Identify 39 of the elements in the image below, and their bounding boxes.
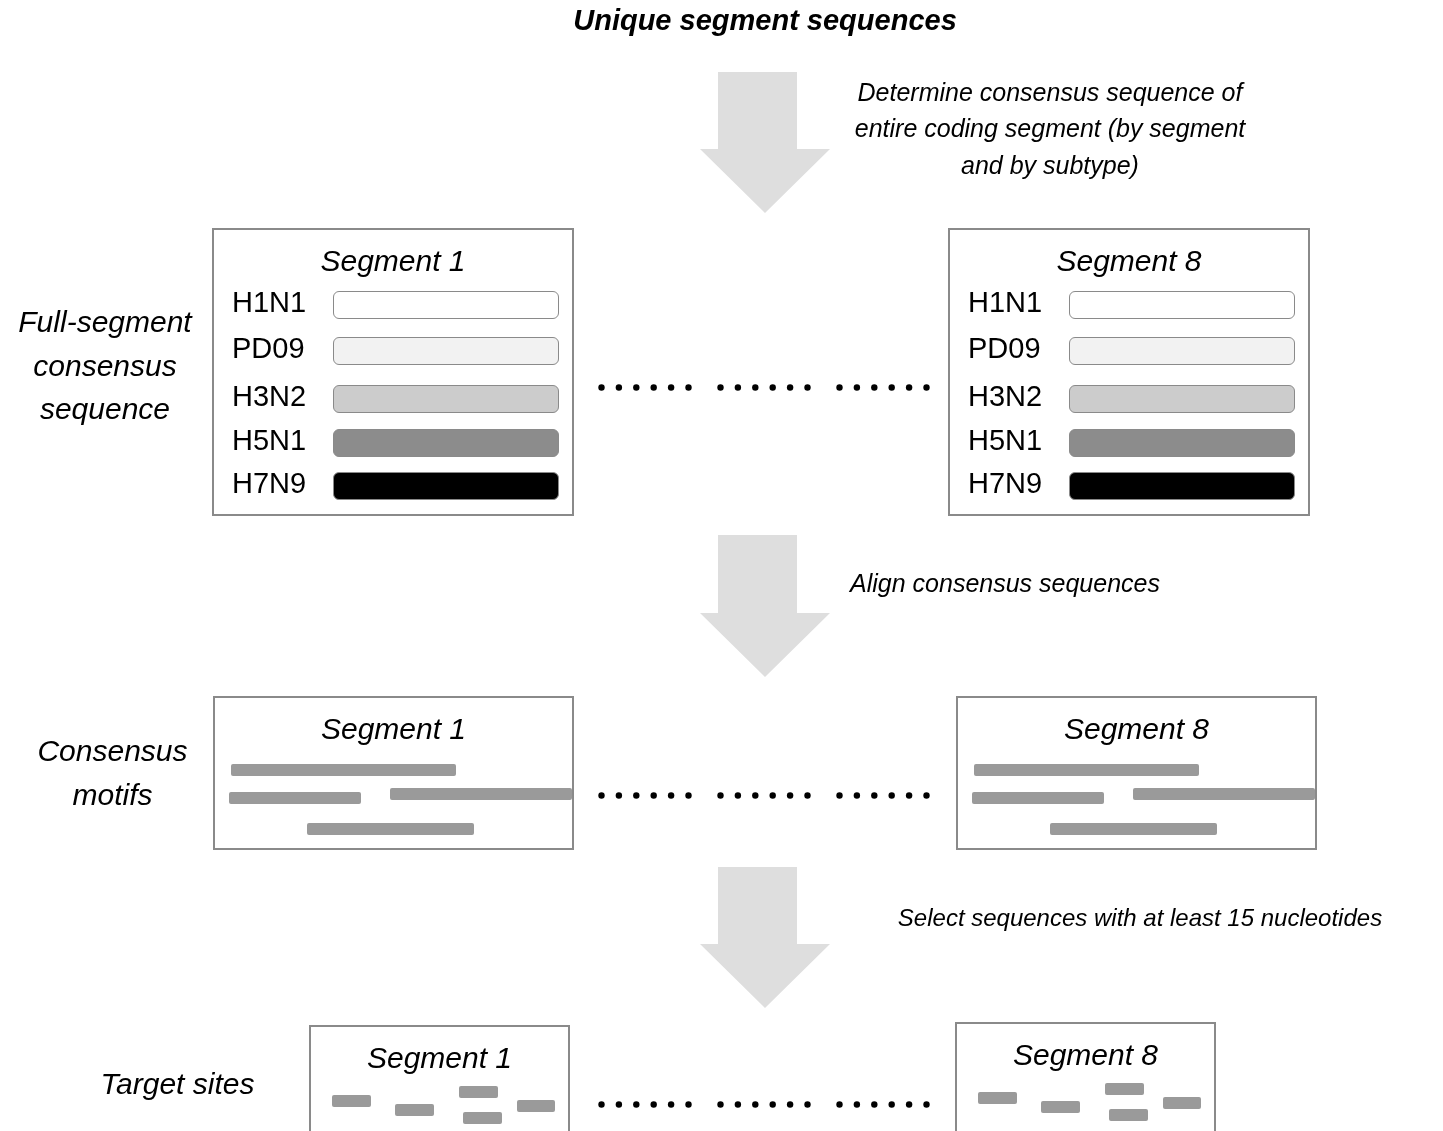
segment-panel — [212, 228, 574, 516]
subtype-label: H5N1 — [232, 424, 307, 457]
segment-panel — [948, 228, 1310, 516]
subtype-label: H5N1 — [968, 424, 1043, 457]
consensus-bar — [333, 385, 559, 413]
step-description: Determine consensus sequence of entire coding segment (by segment and by subtype) — [853, 77, 1247, 181]
step-description: Select sequences with at least 15 nucleotides — [896, 903, 1384, 933]
consensus-bar — [333, 472, 559, 500]
stage-label: Full-segment consensus sequence — [17, 304, 194, 427]
segment-panel — [213, 696, 574, 850]
stage-label: Target sites — [99, 1066, 256, 1102]
consensus-bar — [1069, 429, 1295, 457]
subtype-label: H7N9 — [968, 467, 1043, 500]
subtype-label: H1N1 — [968, 286, 1043, 319]
segment-panel — [956, 696, 1317, 850]
step-description: Align consensus sequences — [848, 568, 1161, 599]
consensus-bar — [333, 337, 559, 365]
subtype-label: H7N9 — [232, 467, 307, 500]
segment-heading: Segment 8 — [1063, 712, 1210, 746]
consensus-bar — [1069, 385, 1295, 413]
subtype-label: PD09 — [232, 332, 305, 365]
stage-label: Consensus motifs — [36, 733, 189, 813]
consensus-bar — [1069, 291, 1295, 319]
segment-heading: Segment 8 — [1056, 244, 1202, 278]
segment-panel — [309, 1025, 570, 1131]
subtype-label: H1N1 — [232, 286, 307, 319]
consensus-bar — [1069, 472, 1295, 500]
subtype-label: PD09 — [968, 332, 1041, 365]
consensus-bar — [1069, 337, 1295, 365]
segment-panel — [955, 1022, 1216, 1131]
subtype-label: H3N2 — [232, 380, 307, 413]
subtype-label: H3N2 — [968, 380, 1043, 413]
segment-heading: Segment 1 — [366, 1041, 513, 1075]
consensus-bar — [333, 291, 559, 319]
segment-heading: Segment 1 — [320, 244, 466, 278]
segment-heading: Segment 1 — [320, 712, 467, 746]
consensus-bar — [333, 429, 559, 457]
title: Unique segment sequences — [572, 4, 958, 37]
segment-heading: Segment 8 — [1012, 1038, 1159, 1072]
